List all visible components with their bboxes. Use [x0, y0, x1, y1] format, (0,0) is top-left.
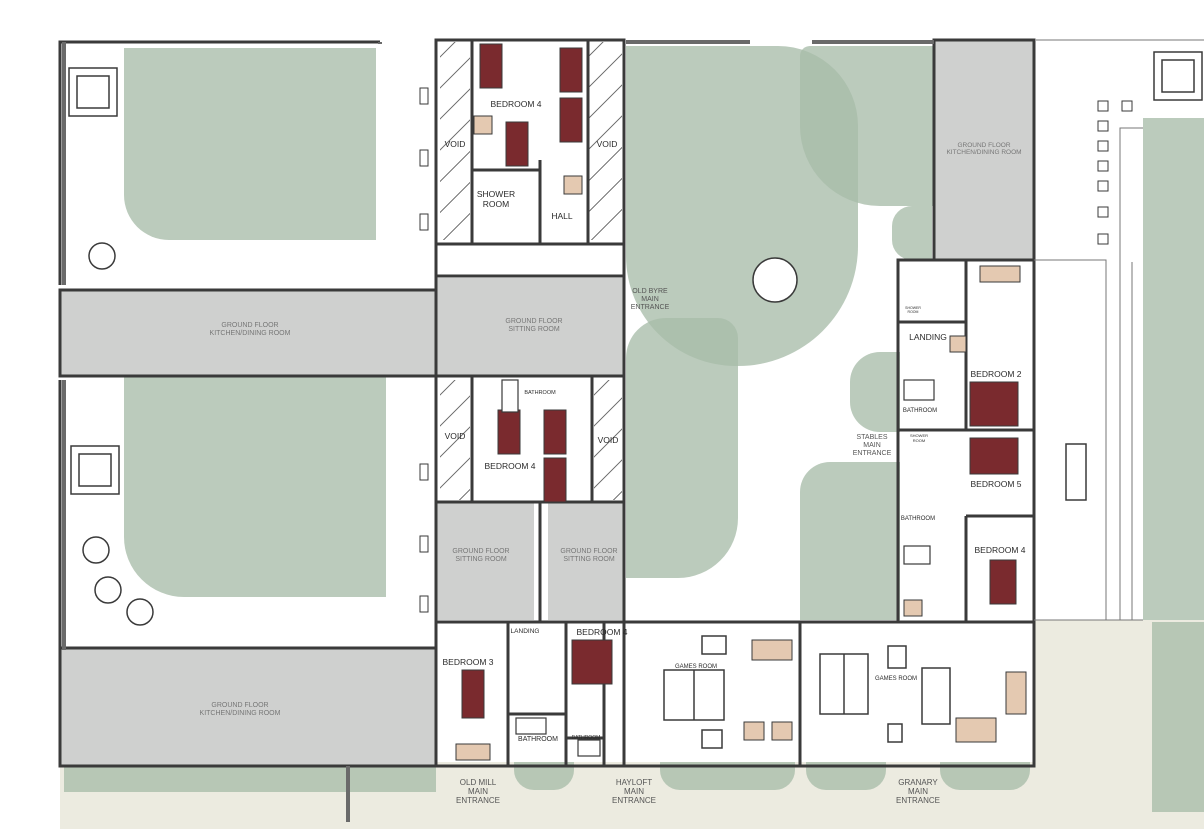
sitting-top: [436, 278, 624, 376]
lawn-far-east: [1143, 118, 1204, 620]
sitting-left: [436, 502, 534, 620]
label-bathroom-east-2: BATHROOM: [900, 516, 936, 522]
lawn-w: [124, 377, 386, 597]
void-mid-left: [440, 380, 470, 500]
label-hayloft-entrance: HAYLOFT MAIN ENTRANCE: [611, 778, 656, 806]
label-bathroom-bottom-left: BATHROOM: [518, 736, 558, 743]
lawn-far-east-lower: [1152, 622, 1204, 812]
lawn-centre-left: [626, 318, 738, 578]
label-bedroom3: BEDROOM 3: [442, 657, 494, 667]
label-bedroom4-top: BEDROOM 4: [490, 99, 542, 109]
void-mid-right: [594, 380, 622, 500]
label-old-byre-entrance: OLD BYRE MAIN ENTRANCE: [630, 288, 670, 312]
label-sitting-left: GROUND FLOOR SITTING ROOM: [452, 548, 510, 564]
label-bathroom-bottom-right: BATHROOM: [571, 735, 601, 741]
label-bedroom5: BEDROOM 5: [970, 479, 1022, 489]
label-granary-entrance: GRANARY MAIN ENTRANCE: [895, 778, 940, 806]
label-landing-bottom: LANDING: [510, 628, 540, 635]
label-kitchen-west-lower: GROUND FLOOR KITCHEN/DINING ROOM: [199, 702, 281, 718]
label-bedroom4-east: BEDROOM 4: [974, 545, 1026, 555]
label-void-ml: VOID: [444, 431, 466, 441]
label-void-tl: VOID: [444, 139, 466, 149]
label-kitchen-west-upper: GROUND FLOOR KITCHEN/DINING ROOM: [209, 322, 291, 338]
label-sitting-top: GROUND FLOOR SITTING ROOM: [505, 318, 563, 334]
void-top-left: [440, 42, 470, 240]
lawn-east-upper: [892, 206, 932, 260]
label-sitting-right: GROUND FLOOR SITTING ROOM: [560, 548, 618, 564]
sitting-right: [548, 502, 624, 620]
label-void-mr: VOID: [597, 435, 619, 445]
label-void-tr: VOID: [596, 139, 618, 149]
kitchen-west-lower: [60, 648, 436, 766]
kitchen-east: [934, 40, 1034, 260]
label-games-room-1: GAMES ROOM: [674, 664, 717, 670]
lawn-nw: [124, 48, 376, 240]
label-bathroom-east-1: BATHROOM: [902, 408, 938, 414]
lawn-east-lower: [800, 462, 900, 620]
label-landing-east: LANDING: [909, 332, 947, 342]
lawn-east-mid: [850, 352, 900, 432]
label-shower-room-east-1: SHOWER ROOM: [905, 306, 921, 315]
label-bathroom-mid: BATHROOM: [524, 390, 556, 396]
label-bedroom4-mid: BEDROOM 4: [484, 461, 536, 471]
label-bedroom4-bottom: BEDROOM 4: [576, 627, 628, 637]
label-hall: HALL: [551, 211, 573, 221]
lawn-centre-right: [800, 46, 934, 206]
label-games-room-2: GAMES ROOM: [874, 676, 917, 682]
label-shower-room: SHOWER ROOM: [476, 189, 516, 209]
label-shower-room-east-2: SHOWER ROOM: [910, 433, 928, 443]
void-top-right: [588, 42, 622, 240]
label-stables-entrance: STABLES MAIN ENTRANCE: [852, 434, 892, 458]
label-bedroom2: BEDROOM 2: [970, 369, 1022, 379]
kitchen-west-upper: [60, 290, 436, 376]
label-old-mill-entrance: OLD MILL MAIN ENTRANCE: [455, 778, 500, 806]
label-kitchen-east: GROUND FLOOR KITCHEN/DINING ROOM: [946, 142, 1022, 157]
